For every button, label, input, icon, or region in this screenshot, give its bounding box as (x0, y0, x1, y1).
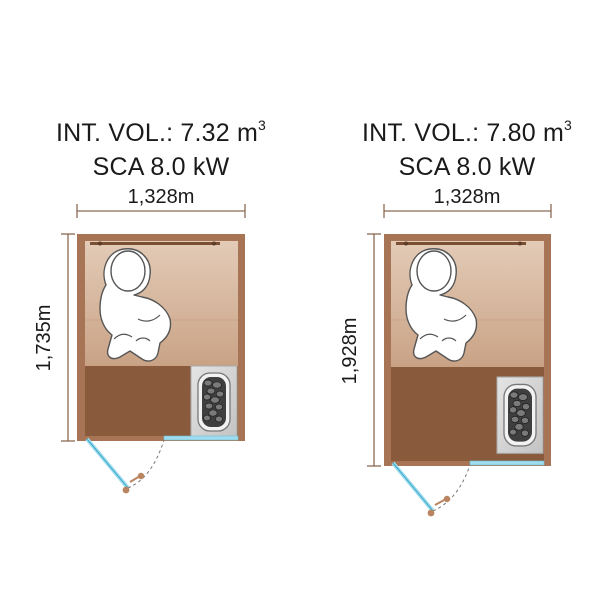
sauna-heater-icon (190, 365, 238, 439)
cabin-2-plan: 1,328m 1,928m (339, 186, 552, 517)
cabin-2-volume: INT. VOL.: 7.80 m3 (361, 117, 573, 147)
glass-door-icon (85, 437, 165, 494)
cabin-2-backrest (396, 242, 526, 245)
sauna-heater-icon (496, 376, 544, 455)
cabin-1-width-dimension: 1,328m (76, 186, 246, 218)
cabin-1-title: INT. VOL.: 7.32 m3 SCA 8.0 kW (21, 108, 301, 184)
cabin-1-power: SCA 8.0 kW (92, 153, 230, 181)
cabin-1-backrest (90, 242, 220, 245)
cabin-2-width-label: 1,328m (434, 186, 501, 208)
cabin-1-depth-label: 1,735m (33, 305, 55, 372)
cabin-1-volume: INT. VOL.: 7.32 m3 (55, 117, 267, 147)
cabin-2-power: SCA 8.0 kW (398, 153, 536, 181)
cabin-2-depth-label: 1,928m (339, 318, 361, 385)
cabin-1-front-glass (163, 435, 239, 441)
cabin-1-depth-dimension: 1,735m (33, 233, 75, 442)
glass-door-icon (391, 461, 471, 517)
cabin-2-title: INT. VOL.: 7.80 m3 SCA 8.0 kW (327, 108, 600, 184)
cabin-2-width-dimension: 1,328m (383, 186, 552, 218)
cabin-1-width-label: 1,328m (128, 186, 195, 208)
cabin-2-front-glass (469, 460, 545, 466)
cabin-2-depth-dimension: 1,928m (339, 233, 381, 467)
cabin-1-plan: 1,328m 1,735m (33, 186, 246, 494)
